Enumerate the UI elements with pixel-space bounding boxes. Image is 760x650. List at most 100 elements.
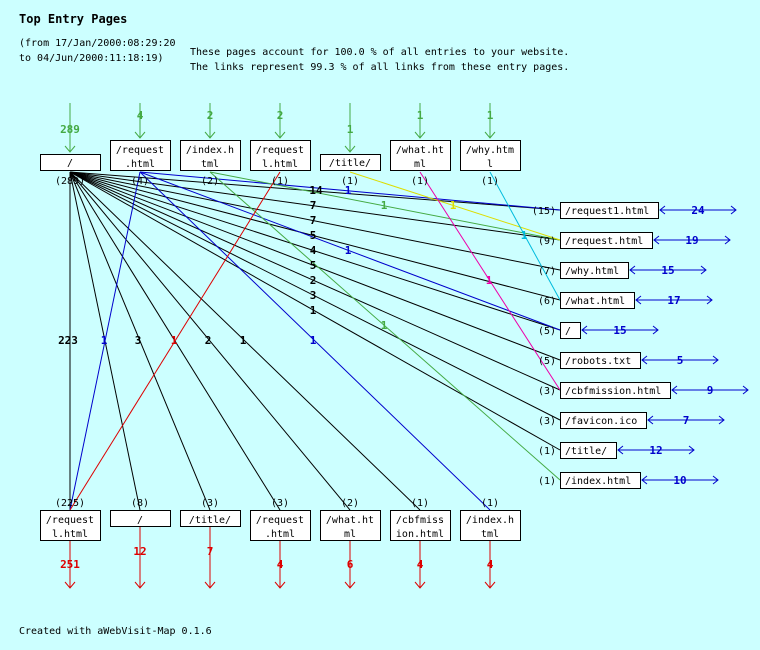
link-line (69, 171, 281, 511)
link-line (139, 171, 561, 211)
side-arrow-right-icon (742, 385, 749, 395)
side-arrow-right-icon (706, 295, 713, 305)
summary-links: The links represent 99.3 % of all links … (190, 62, 570, 73)
entry-link-count: (4) (131, 176, 149, 187)
link-value-label: 1 (381, 319, 388, 332)
side-page-node (560, 412, 647, 429)
labels-layer: 289/(289)4/request.html(4)2/index.html(2… (46, 109, 713, 571)
side-page-label: /what.html (565, 296, 625, 307)
exit-page-node (110, 510, 171, 527)
entry-page-label: /what.ht (396, 145, 444, 156)
exit-page-label: /cbfmiss (396, 515, 444, 526)
link-value-label: 2 (205, 334, 212, 347)
side-page-node (560, 202, 659, 219)
exit-link-count: (225) (55, 498, 85, 509)
side-arrow-left-icon (641, 355, 648, 365)
exit-link-count: (1) (481, 498, 499, 509)
side-page-label: /cbfmission.html (565, 386, 661, 397)
side-link-count: (3) (538, 416, 556, 427)
exit-arrowhead-icon (484, 581, 496, 589)
entry-arrowhead-icon (274, 131, 286, 139)
link-line (69, 171, 561, 391)
page-title: Top Entry Pages (19, 12, 128, 26)
side-page-label: /title/ (565, 446, 607, 457)
side-value-label: 12 (649, 444, 662, 457)
entry-page-label: .html (125, 159, 155, 170)
link-line (69, 171, 561, 211)
link-value-label: 1 (345, 244, 352, 257)
entry-page-label: ml (414, 159, 426, 170)
exit-page-label: .html (265, 529, 295, 540)
side-page-node (560, 292, 635, 309)
entry-link-count: (1) (341, 176, 359, 187)
entry-arrowhead-icon (134, 131, 146, 139)
entry-page-label: l (487, 159, 493, 170)
entry-count-label: 4 (137, 109, 144, 122)
entry-page-label: /title/ (329, 158, 371, 169)
exit-page-label: /title/ (189, 515, 231, 526)
entry-page-node (110, 140, 171, 171)
exit-page-label: /request (256, 515, 304, 526)
side-arrow-right-icon (718, 415, 725, 425)
link-line (139, 171, 491, 511)
link-line (69, 171, 561, 331)
exit-page-label: /request (46, 515, 94, 526)
entry-arrowhead-icon (484, 131, 496, 139)
entry-arrowhead-icon (344, 145, 356, 153)
exit-page-label: /index.h (466, 515, 514, 526)
link-line (69, 171, 561, 421)
entry-page-label: tml (201, 159, 219, 170)
link-value-label: 3 (310, 289, 317, 302)
entry-page-node (180, 140, 241, 171)
link-value-label: 14 (309, 184, 323, 197)
link-value-label: 2 (310, 274, 317, 287)
entry-link-count: (2) (201, 176, 219, 187)
exit-page-label: /what.ht (326, 515, 374, 526)
side-arrow-left-icon (617, 445, 624, 455)
link-value-label: 3 (135, 334, 142, 347)
entry-count-label: 289 (60, 123, 80, 136)
exit-page-node (180, 510, 241, 527)
side-page-label: /index.html (565, 476, 631, 487)
date-range-start: (from 17/Jan/2000:08:29:20 (19, 38, 176, 49)
exit-link-count: (1) (411, 498, 429, 509)
exit-page-label: l.html (52, 529, 88, 540)
exit-link-count: (3) (271, 498, 289, 509)
side-link-count: (1) (538, 446, 556, 457)
exit-link-count: (3) (201, 498, 219, 509)
side-value-label: 5 (677, 354, 684, 367)
exit-count-label: 4 (277, 558, 284, 571)
exit-page-label: ion.html (396, 529, 444, 540)
entry-count-label: 2 (277, 109, 284, 122)
entry-arrowhead-icon (414, 131, 426, 139)
side-page-node (560, 382, 671, 399)
exit-page-node (390, 510, 451, 541)
footer-credit: Created with aWebVisit-Map 0.1.6 (19, 626, 212, 637)
side-arrow-right-icon (652, 325, 659, 335)
link-value-label: 223 (58, 334, 78, 347)
entry-page-node (390, 140, 451, 171)
exit-arrowhead-icon (64, 581, 76, 589)
link-line (69, 171, 561, 361)
entry-page-label: l.html (262, 159, 298, 170)
entry-count-label: 1 (487, 109, 494, 122)
exit-page-node (320, 510, 381, 541)
side-page-label: /request1.html (565, 206, 649, 217)
side-value-label: 7 (683, 414, 690, 427)
side-arrow-left-icon (635, 295, 642, 305)
side-page-label: /why.html (565, 266, 619, 277)
side-page-node (560, 352, 641, 369)
exit-count-label: 12 (133, 545, 146, 558)
side-arrow-left-icon (647, 415, 654, 425)
link-line (69, 171, 351, 511)
link-line (69, 171, 141, 511)
side-value-label: 10 (673, 474, 686, 487)
link-line (209, 171, 561, 241)
exit-page-node (250, 510, 311, 541)
date-range: (from 17/Jan/2000:08:29:20 to 04/Jun/200… (19, 36, 176, 66)
side-value-label: 15 (661, 264, 674, 277)
entry-link-count: (1) (411, 176, 429, 187)
exit-arrowhead-icon (344, 581, 356, 589)
side-arrow-right-icon (724, 235, 731, 245)
exit-count-label: 4 (417, 558, 424, 571)
